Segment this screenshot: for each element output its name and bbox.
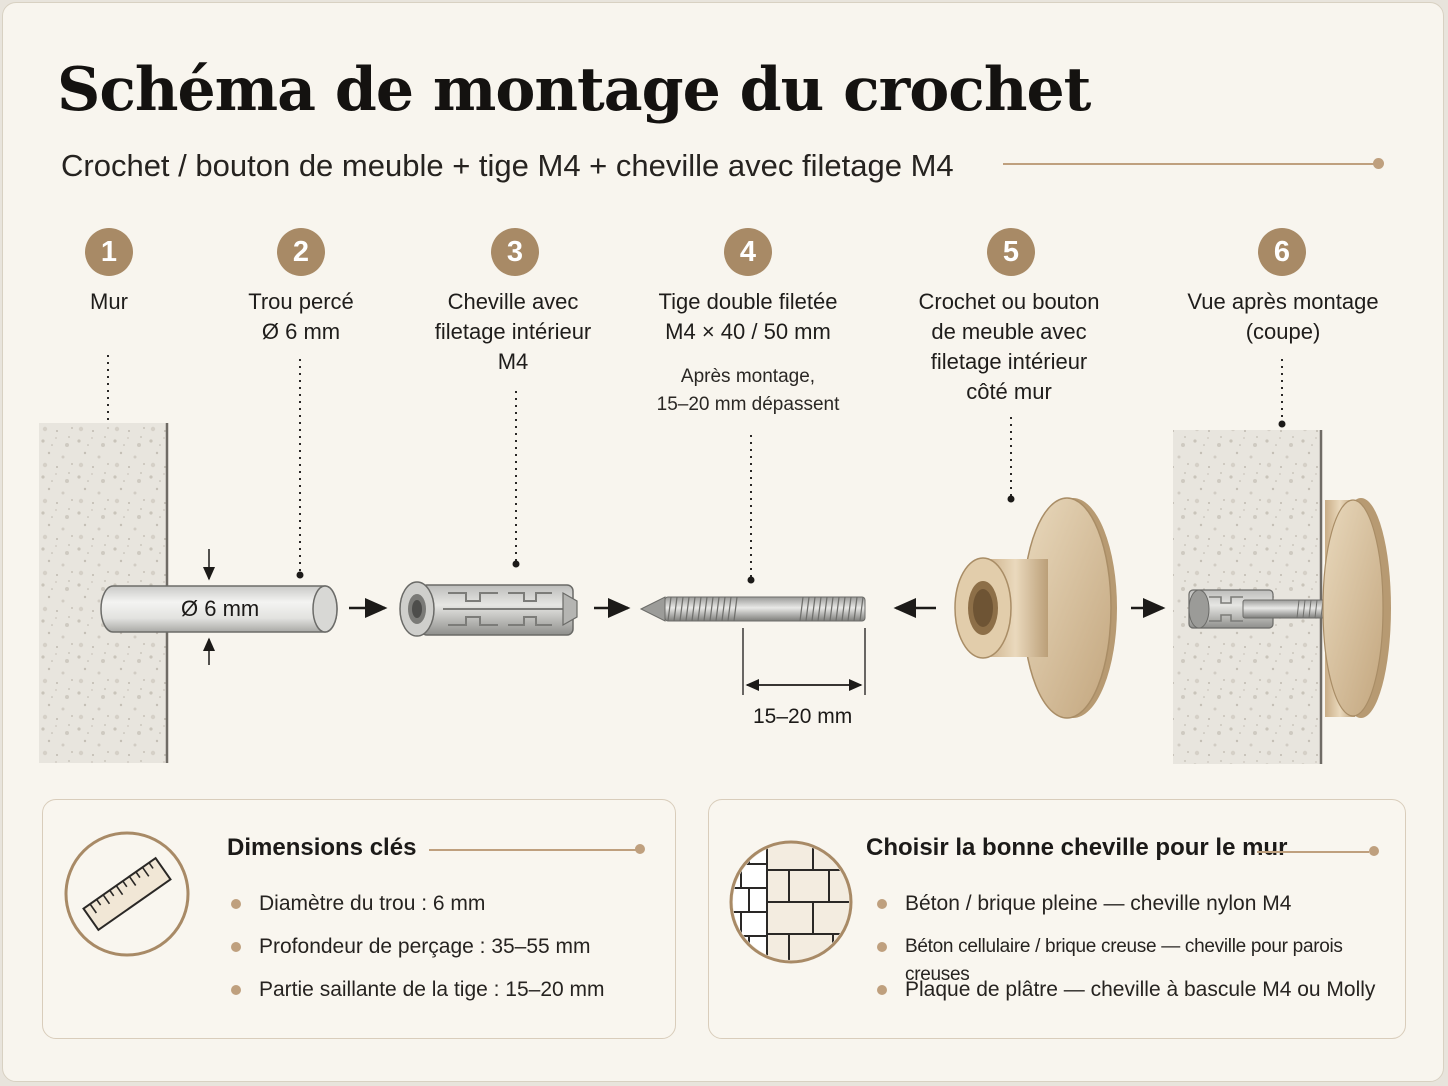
dimensions-card-rule-dot bbox=[635, 844, 645, 854]
list-item: Béton / brique pleine — cheville nylon M… bbox=[875, 890, 1400, 933]
step-4-badge: 4 bbox=[724, 228, 772, 276]
dimensions-card-title: Dimensions clés bbox=[227, 834, 417, 861]
step-1-label: Mur bbox=[90, 289, 128, 314]
hole-diameter-label: Ø 6 mm bbox=[181, 596, 259, 621]
protrusion-label: 15–20 mm bbox=[753, 705, 852, 728]
drilled-hole: Ø 6 mm bbox=[100, 549, 338, 665]
anchor-choice-card: Choisir la bonne cheville pour le mur Bé… bbox=[708, 799, 1406, 1039]
list-item: Partie saillante de la tige : 15–20 mm bbox=[229, 976, 605, 1019]
step-1-badge: 1 bbox=[85, 228, 133, 276]
anchor-card-rule bbox=[1257, 851, 1369, 853]
page-subtitle: Crochet / bouton de meuble + tige M4 + c… bbox=[61, 148, 954, 183]
wall-section-left bbox=[39, 423, 169, 763]
subtitle-rule bbox=[1003, 163, 1379, 165]
list-item: Béton cellulaire / brique creuse — chevi… bbox=[875, 933, 1400, 985]
wall-plug bbox=[399, 581, 578, 637]
ruler-icon bbox=[64, 831, 190, 957]
step-6-label: Vue après montage (coupe) bbox=[1187, 289, 1379, 344]
subtitle-rule-dot bbox=[1373, 158, 1384, 169]
step-2-badge: 2 bbox=[277, 228, 325, 276]
step-4-note: Après montage, 15–20 mm dépassent bbox=[656, 366, 840, 415]
list-item: Plaque de plâtre — cheville à bascule M4… bbox=[875, 976, 1400, 1019]
assembled-section bbox=[1173, 430, 1391, 764]
threaded-rod: 15–20 mm bbox=[639, 596, 866, 728]
list-item: Diamètre du trou : 6 mm bbox=[229, 890, 605, 933]
step-5-badge: 5 bbox=[987, 228, 1035, 276]
step-2-label: Trou percé Ø 6 mm bbox=[248, 289, 354, 344]
anchor-list: Béton / brique pleine — cheville nylon M… bbox=[875, 890, 1400, 1019]
dimensions-list: Diamètre du trou : 6 mm Profondeur de pe… bbox=[229, 890, 605, 1019]
furniture-knob bbox=[954, 497, 1117, 719]
dimensions-card-rule bbox=[429, 849, 637, 851]
step-6-badge: 6 bbox=[1258, 228, 1306, 276]
dimensions-card: Dimensions clés Diamètre du trou : 6 mm … bbox=[42, 799, 676, 1039]
brick-wall-icon bbox=[729, 840, 853, 964]
step-3-badge: 3 bbox=[491, 228, 539, 276]
list-item: Profondeur de perçage : 35–55 mm bbox=[229, 933, 605, 976]
assembly-illustration: Ø 6 mm bbox=[39, 355, 1391, 764]
step-4-label: Tige double filetée M4 × 40 / 50 mm bbox=[658, 289, 838, 344]
step-3-label: Cheville avec filetage intérieur M4 bbox=[434, 289, 592, 374]
page-title: Schéma de montage du crochet bbox=[57, 55, 1091, 125]
anchor-card-rule-dot bbox=[1369, 846, 1379, 856]
anchor-card-title: Choisir la bonne cheville pour le mur bbox=[866, 834, 1288, 861]
step-5-label: Crochet ou bouton de meuble avec filetag… bbox=[918, 289, 1100, 404]
